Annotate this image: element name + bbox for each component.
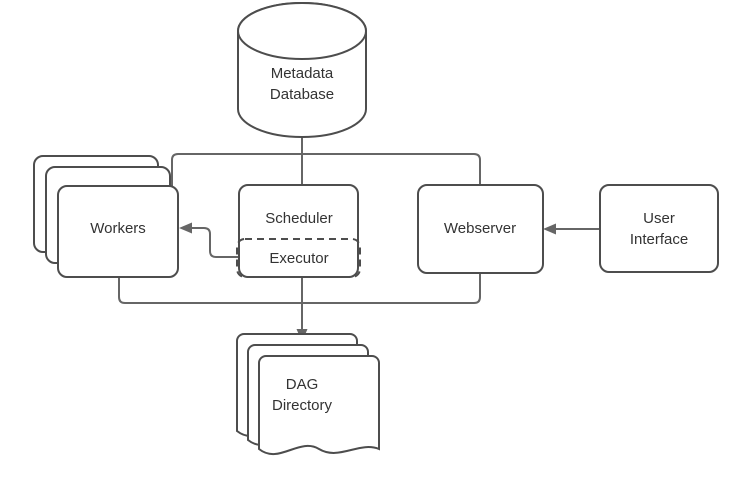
node-dag-directory[interactable]: DAG Directory xyxy=(236,333,380,455)
connector-line xyxy=(118,273,481,304)
webserver-box xyxy=(417,184,544,274)
metadata-database-label-line2: Database xyxy=(270,86,334,103)
user-interface-label-line1: User xyxy=(643,210,675,227)
metadata-database-label-line1: Metadata xyxy=(271,65,334,82)
workers-stack-front xyxy=(57,185,179,278)
edge-user-interface-to-webserver xyxy=(543,223,600,235)
cylinder-top xyxy=(236,2,368,60)
scheduler-label-line1: Scheduler xyxy=(265,210,333,227)
edge-workers-to-webserver-bottom xyxy=(118,273,481,304)
node-metadata-database[interactable]: Metadata Database xyxy=(236,2,368,138)
workers-label-line1: Workers xyxy=(90,220,146,237)
user-interface-label-line2: Interface xyxy=(630,231,688,248)
dag-directory-label-line2: Directory xyxy=(272,397,333,414)
edge-scheduler-to-dag-directory xyxy=(296,277,308,342)
edge-executor-to-workers xyxy=(179,222,239,258)
node-webserver[interactable]: Webserver xyxy=(417,184,544,274)
connector-line xyxy=(192,227,239,258)
arrowhead-left xyxy=(179,222,192,234)
node-executor[interactable]: Executor xyxy=(236,238,361,278)
executor-dashed-box xyxy=(236,238,361,278)
dag-stack-front xyxy=(258,355,380,455)
node-user-interface[interactable]: User Interface xyxy=(599,184,719,273)
executor-label-line1: Executor xyxy=(269,250,328,267)
node-workers[interactable]: Workers xyxy=(33,155,179,278)
edge-workers-to-webserver-top xyxy=(171,153,481,186)
dag-directory-label-line1: DAG xyxy=(286,376,319,393)
arrowhead-left xyxy=(543,223,556,235)
user-interface-box xyxy=(599,184,719,273)
webserver-label-line1: Webserver xyxy=(444,220,516,237)
connector-line xyxy=(171,153,481,186)
node-scheduler[interactable]: Scheduler xyxy=(238,184,359,278)
